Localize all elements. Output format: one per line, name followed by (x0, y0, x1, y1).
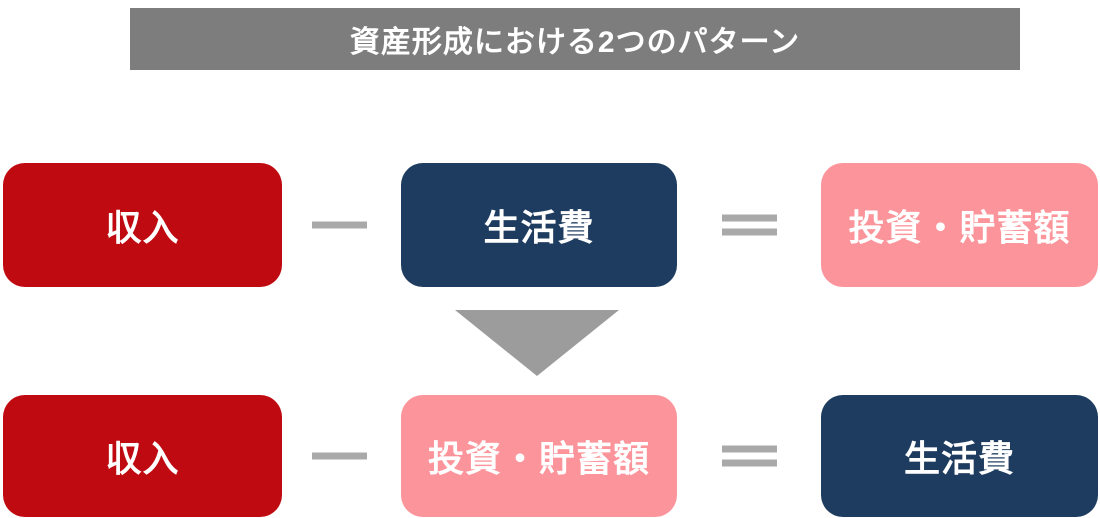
title-banner: 資産形成における2つのパターン (130, 8, 1020, 70)
row2-investment-savings-box: 投資・貯蓄額 (401, 395, 677, 517)
row1-equals-operator (722, 214, 777, 236)
row2-living-cost-box: 生活費 (821, 395, 1098, 517)
equals-bar-bottom (722, 228, 777, 236)
equals-bar-top (722, 445, 777, 453)
row1-investment-savings-box: 投資・貯蓄額 (821, 163, 1098, 287)
row2-investment-savings-label: 投資・貯蓄額 (427, 438, 650, 479)
row1-income-box: 収入 (3, 163, 282, 287)
row1-living-cost-label: 生活費 (483, 207, 595, 248)
row1-investment-savings-label: 投資・貯蓄額 (848, 207, 1071, 248)
row2-minus-operator (312, 452, 367, 460)
down-triangle-arrow-icon (455, 310, 619, 376)
page-title: 資産形成における2つのパターン (349, 26, 801, 59)
row1-income-label: 収入 (105, 207, 180, 248)
row2-equals-operator (722, 445, 777, 467)
equals-bar-bottom (722, 459, 777, 467)
pattern-1-row: 収入 生活費 投資・貯蓄額 (0, 163, 1100, 287)
equals-bar-top (722, 214, 777, 222)
pattern-2-row: 収入 投資・貯蓄額 生活費 (0, 395, 1100, 517)
row2-income-box: 収入 (3, 395, 282, 517)
row2-living-cost-label: 生活費 (903, 438, 1015, 479)
row2-income-label: 収入 (105, 438, 180, 479)
row1-minus-operator (312, 221, 367, 229)
row1-living-cost-box: 生活費 (401, 163, 677, 287)
